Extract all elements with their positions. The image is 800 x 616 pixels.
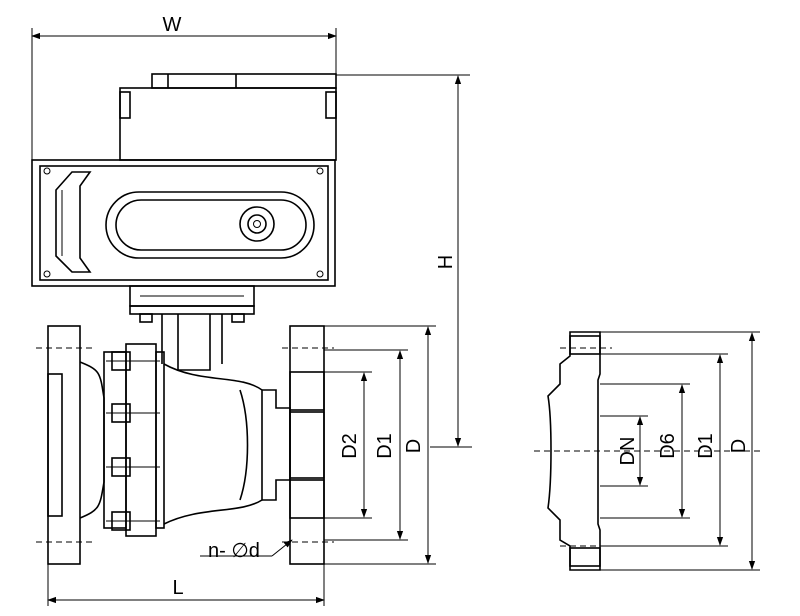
- label-d6: D6: [657, 433, 679, 459]
- actuator-main-box: [31, 159, 336, 287]
- dimensions: [31, 28, 760, 606]
- label-dn: DN: [617, 437, 639, 466]
- actuator-top-cap: [151, 73, 337, 89]
- label-d-right: D: [728, 439, 750, 453]
- label-l: L: [172, 577, 183, 599]
- label-w: W: [163, 14, 182, 36]
- label-d1-left: D1: [374, 433, 396, 459]
- label-d-left: D: [403, 439, 425, 453]
- actuator: [31, 73, 337, 323]
- valve-body: [36, 314, 334, 565]
- bolts: [106, 351, 160, 531]
- flange-section-view: [534, 331, 760, 571]
- labels: W H L D2 D1 D n- ∅d DN D6 D1 D: [163, 14, 750, 599]
- right-flange: [289, 325, 325, 565]
- actuator-upper-housing: [119, 87, 337, 161]
- label-h: H: [435, 255, 457, 269]
- ball-body: [163, 363, 263, 525]
- label-n-d: n- ∅d: [208, 540, 260, 562]
- label-d1-right: D1: [695, 433, 717, 459]
- left-flange: [47, 325, 81, 565]
- indicator-window: [105, 191, 315, 259]
- indicator-knob: [239, 206, 275, 242]
- label-d2: D2: [339, 433, 361, 459]
